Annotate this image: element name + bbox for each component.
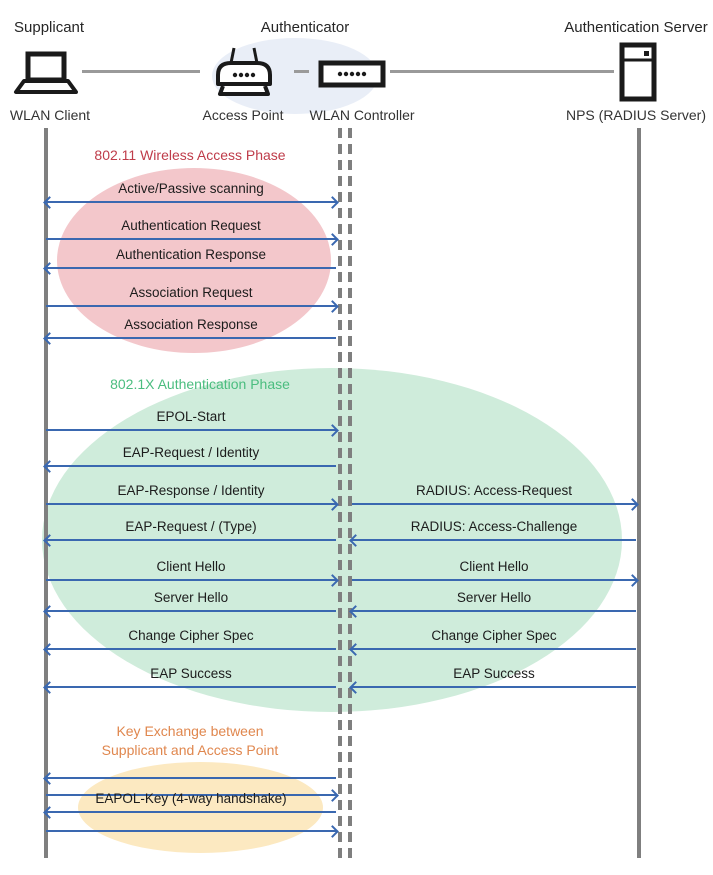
message-label-radius-access-request: RADIUS: Access-Request [415,483,573,498]
arrowhead-left-icon [43,771,56,785]
message-arrow-handshake-arrow-19 [43,771,336,785]
access-point-icon [213,46,275,98]
phase-label-key-exchange: Key Exchange between Supplicant and Acce… [101,723,279,758]
message-label-epol-start: EPOL-Start [156,409,226,424]
message-label-server-hello: Server Hello [456,590,532,605]
message-arrow-server-hello [349,604,636,618]
message-arrow-server-hello [43,604,336,618]
device-label-access-point: Access Point [202,107,284,123]
message-arrow-eap-request-type [43,533,336,547]
device-label-nps-radius-server: NPS (RADIUS Server) [565,107,707,123]
message-arrow-change-cipher-spec [43,642,336,656]
message-arrow-authentication-response [43,261,336,275]
message-arrow-radius-access-request [352,497,639,511]
message-arrow-handshake-arrow-20 [46,788,339,802]
message-arrow-change-cipher-spec [349,642,636,656]
lifeline-wlan-controller-dash-2 [348,128,352,858]
connector-client-ap [82,70,200,73]
message-label-authentication-request: Authentication Request [121,218,261,233]
message-arrow-radius-access-challenge [349,533,636,547]
message-arrow-client-hello [352,573,639,587]
message-label-active-passive-scanning: Active/Passive scanning [118,181,264,196]
message-label-eapol-key-4-way-handshake: EAPOL-Key (4-way handshake) [95,791,287,806]
server-icon [619,42,657,102]
phase-ellipse-80211-wireless-access [57,168,331,353]
message-arrow-client-hello [46,573,339,587]
message-label-server-hello: Server Hello [153,590,229,605]
device-label-wlan-client: WLAN Client [9,107,91,123]
message-label-eap-request-identity: EAP-Request / Identity [122,445,260,460]
connector-ap-controller [294,70,309,73]
laptop-icon [12,50,80,98]
message-arrow-active-passive-scanning [43,195,339,209]
message-arrow-eap-request-identity [43,459,336,473]
message-label-association-request: Association Request [129,285,253,300]
message-label-eap-success: EAP Success [150,666,232,681]
message-arrow-authentication-request [46,232,339,246]
device-label-wlan-controller: WLAN Controller [309,107,415,123]
message-label-change-cipher-spec: Change Cipher Spec [128,628,254,643]
message-label-eap-response-identity: EAP-Response / Identity [117,483,265,498]
message-arrow-epol-start [46,423,339,437]
message-arrow-association-request [46,299,339,313]
message-label-change-cipher-spec: Change Cipher Spec [431,628,557,643]
message-arrow-eap-success [349,680,636,694]
message-label-radius-access-challenge: RADIUS: Access-Challenge [410,519,578,534]
message-arrow-eapol-key-4-way-handshake [43,805,336,819]
connector-controller-server [390,70,614,73]
message-label-eap-request-type: EAP-Request / (Type) [125,519,257,534]
message-arrow-handshake-arrow-22 [46,824,339,838]
arrowhead-right-icon [326,824,339,838]
wlan-controller-icon [318,60,386,88]
message-label-client-hello: Client Hello [459,559,529,574]
message-label-client-hello: Client Hello [156,559,226,574]
message-label-eap-success: EAP Success [453,666,535,681]
message-arrow-association-response [43,331,336,345]
role-label-supplicant: Supplicant [14,19,85,36]
role-label-authentication-server: Authentication Server [564,19,708,36]
message-label-authentication-response: Authentication Response [115,247,267,262]
message-arrow-eap-success [43,680,336,694]
lifeline-wlan-client [44,128,48,858]
role-label-authenticator: Authenticator [260,19,350,36]
phase-label-80211-wireless-access: 802.11 Wireless Access Phase [94,147,286,163]
message-label-association-response: Association Response [124,317,258,332]
lifeline-nps-server [637,128,641,858]
phase-label-8021x-authentication: 802.1X Authentication Phase [110,376,290,392]
lifeline-wlan-controller-dash-1 [338,128,342,858]
message-arrow-eap-response-identity [46,497,339,511]
